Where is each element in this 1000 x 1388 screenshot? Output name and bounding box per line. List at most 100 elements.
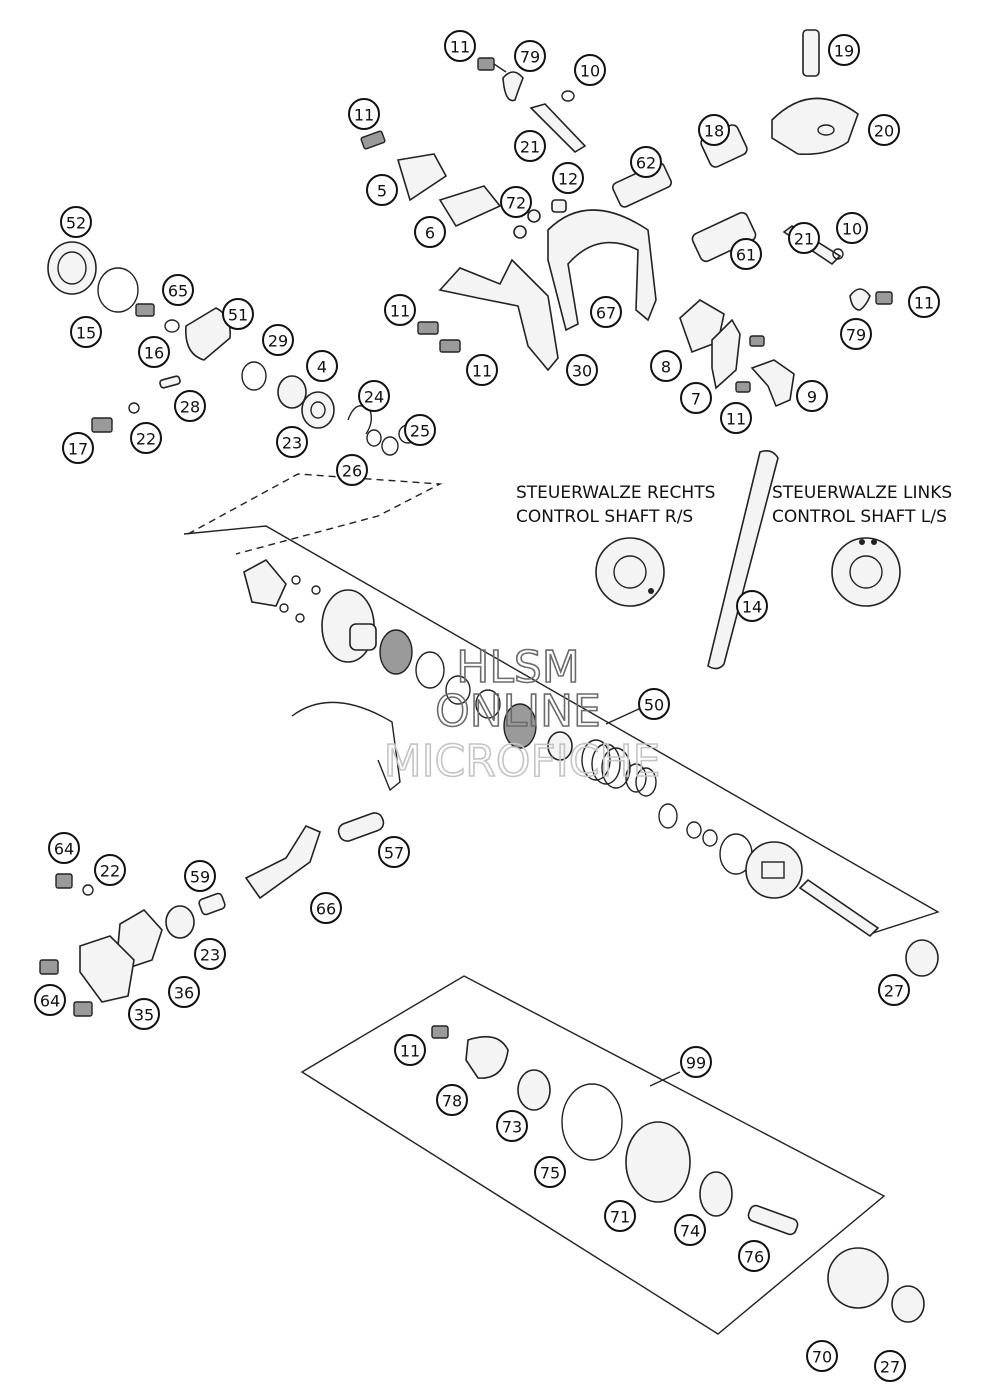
callout-number: 17: [68, 440, 88, 459]
bolt-shape: [477, 57, 495, 71]
callout-number: 24: [364, 388, 384, 407]
shaft-shape: [529, 103, 587, 154]
callout-circle: [828, 34, 860, 66]
callout-circle: [514, 130, 546, 162]
callout-circle: [162, 274, 194, 306]
callout-circle: [48, 832, 80, 864]
callout-30: 30: [566, 354, 598, 386]
callout-number: 70: [812, 1348, 832, 1367]
callout-79: 79: [514, 40, 546, 72]
callout-number: 11: [450, 38, 470, 57]
callout-11: 11: [348, 98, 380, 130]
callout-circle: [138, 336, 170, 368]
shaft-gear-shape: [745, 841, 803, 899]
top-parts-group: [360, 29, 893, 408]
pump-gear-shape: [827, 1247, 889, 1309]
callout-number: 61: [736, 246, 756, 265]
callout-number: 79: [846, 326, 866, 345]
callout-number: 52: [66, 214, 86, 233]
callout-number: 22: [136, 430, 156, 449]
callout-23: 23: [194, 938, 226, 970]
callout-circle: [674, 1214, 706, 1246]
callout-number: 4: [317, 358, 327, 377]
lever-67-shape: [547, 209, 657, 332]
callout-23: 23: [276, 426, 308, 458]
callout-circle: [378, 836, 410, 868]
callout-circle: [358, 380, 390, 412]
callout-6: 6: [414, 216, 446, 248]
watermark-line3: MICROFICHE: [384, 736, 661, 787]
callout-number: 30: [572, 362, 592, 381]
callout-17: 17: [62, 432, 94, 464]
callout-circle: [874, 1350, 906, 1382]
callout-64: 64: [34, 984, 66, 1016]
callout-circle: [130, 422, 162, 454]
callout-circle: [348, 98, 380, 130]
callout-circle: [738, 1240, 770, 1272]
callout-number: 23: [200, 946, 220, 965]
pump-assembly: [300, 975, 925, 1335]
callout-number: 19: [834, 42, 854, 61]
callout-11: 11: [444, 30, 476, 62]
callout-circle: [730, 238, 762, 270]
callout-11: 11: [720, 402, 752, 434]
callout-number: 65: [168, 282, 188, 301]
callout-circle: [436, 1084, 468, 1116]
callout-circle: [638, 688, 670, 720]
callout-14: 14: [736, 590, 768, 622]
callout-12: 12: [552, 162, 584, 194]
callout-24: 24: [358, 380, 390, 412]
callout-circle: [680, 382, 712, 414]
callout-7: 7: [680, 382, 712, 414]
callout-circle: [168, 976, 200, 1008]
callout-circle: [310, 892, 342, 924]
lower-left-parts: [39, 873, 939, 1017]
callout-64: 64: [48, 832, 80, 864]
callout-99: 99: [680, 1046, 712, 1078]
callout-number: 11: [914, 294, 934, 313]
callout-78: 78: [436, 1084, 468, 1116]
callout-number: 25: [410, 422, 430, 441]
callout-number: 5: [377, 182, 387, 201]
callout-number: 79: [520, 48, 540, 67]
callout-number: 27: [884, 982, 904, 1001]
impeller-shape: [243, 558, 287, 607]
callout-number: 36: [174, 984, 194, 1003]
callout-number: 15: [76, 324, 96, 343]
callout-number: 11: [354, 106, 374, 125]
callout-circle: [868, 114, 900, 146]
callout-circle: [62, 432, 94, 464]
lever-30-shape: [438, 258, 559, 372]
callout-circle: [306, 350, 338, 382]
callout-number: 26: [342, 462, 362, 481]
callout-circle: [840, 318, 872, 350]
callout-circle: [698, 114, 730, 146]
caption-right-line1: STEUERWALZE RECHTS: [516, 483, 715, 503]
callout-number: 21: [794, 230, 814, 249]
callout-number: 8: [661, 358, 671, 377]
callout-circle: [590, 296, 622, 328]
callout-52: 52: [60, 206, 92, 238]
callout-28: 28: [174, 390, 206, 422]
callout-number: 7: [691, 390, 701, 409]
callout-35: 35: [128, 998, 160, 1030]
callout-number: 35: [134, 1006, 154, 1025]
callout-circle: [736, 590, 768, 622]
callout-circle: [574, 54, 606, 86]
callout-number: 18: [704, 122, 724, 141]
callout-circle: [444, 30, 476, 62]
callout-11: 11: [466, 354, 498, 386]
callout-number: 62: [636, 154, 656, 173]
lever-66-shape: [244, 824, 321, 900]
caption-left-line2: CONTROL SHAFT L/S: [772, 507, 947, 527]
callout-circle: [414, 216, 446, 248]
callout-number: 14: [742, 598, 762, 617]
callout-circle: [534, 1156, 566, 1188]
callout-65: 65: [162, 274, 194, 306]
callout-number: 66: [316, 900, 336, 919]
callout-15: 15: [70, 316, 102, 348]
callout-number: 11: [726, 410, 746, 429]
